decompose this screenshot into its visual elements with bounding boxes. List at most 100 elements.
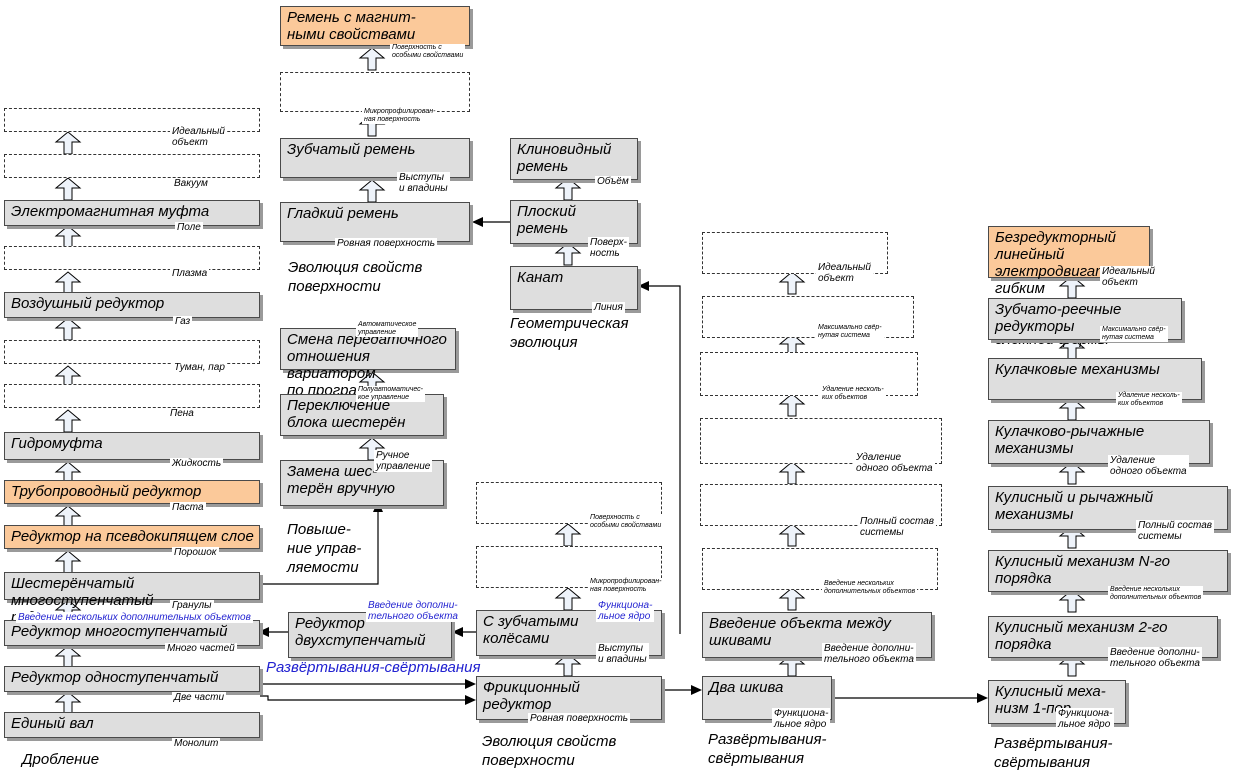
arrow-head bbox=[691, 685, 702, 695]
diagram-node: Гладкий ремень bbox=[280, 202, 470, 242]
transition-label: Введение нескольких дополнительных объек… bbox=[1108, 586, 1204, 602]
node-label: Кулисный и рычажный механизмы bbox=[995, 489, 1154, 523]
arrow-head bbox=[373, 501, 383, 512]
diagram-node: Редуктор многоступенчатый bbox=[4, 620, 260, 646]
transition-label: Газ bbox=[173, 316, 193, 327]
diagram-node: Кулисный механизм N-го порядка bbox=[988, 550, 1228, 592]
transition-label: Поле bbox=[175, 222, 203, 233]
up-arrow bbox=[1058, 589, 1086, 613]
transition-label: Ровная поверхность bbox=[335, 238, 438, 249]
up-arrow bbox=[554, 523, 582, 547]
up-arrow bbox=[554, 242, 582, 266]
up-arrow bbox=[54, 131, 82, 155]
transition-label: Максимально свёр- нутая система bbox=[816, 324, 884, 340]
diagram-node: Шестерёнчатый многоступенчатый редуктор bbox=[4, 572, 260, 626]
arrow-head bbox=[472, 217, 483, 227]
section-caption: Развёртывания-свёртывания bbox=[266, 659, 481, 676]
transition-label: Ручное управление bbox=[374, 450, 433, 472]
up-arrow bbox=[778, 523, 806, 547]
diagram-node: Клиновидный ремень bbox=[510, 138, 638, 180]
diagram-node: Электромагнитная муфта bbox=[4, 200, 260, 226]
up-arrow bbox=[778, 587, 806, 611]
up-arrow bbox=[1058, 461, 1086, 485]
up-arrow bbox=[1058, 397, 1086, 421]
node-label: Фрикционный редуктор bbox=[483, 679, 580, 713]
node-label: Кулисный механизм N-го порядка bbox=[995, 553, 1170, 587]
arrow-head bbox=[452, 627, 463, 637]
placeholder-node bbox=[4, 154, 260, 178]
node-label: Зубчатый ремень bbox=[287, 141, 416, 158]
transition-label: Линия bbox=[592, 302, 625, 313]
diagram-node: Редуктор одноступенчатый bbox=[4, 666, 260, 692]
node-label: Кулачковые механизмы bbox=[995, 361, 1160, 378]
transition-label: Объём bbox=[595, 176, 631, 187]
transition-label: Идеальный объект bbox=[1100, 266, 1157, 288]
transition-label: Функциона- льное ядро bbox=[596, 600, 655, 622]
diagram-node: Воздушный редуктор bbox=[4, 292, 260, 318]
up-arrow bbox=[54, 225, 82, 249]
up-arrow bbox=[54, 271, 82, 295]
placeholder-node bbox=[702, 548, 938, 590]
transition-label: Гранулы bbox=[170, 600, 214, 611]
up-arrow bbox=[1058, 525, 1086, 549]
up-arrow bbox=[554, 653, 582, 677]
node-label: Редуктор многоступенчатый bbox=[11, 623, 228, 640]
transition-label: Удаление несколь- ких объектов bbox=[820, 386, 886, 402]
up-arrow bbox=[778, 461, 806, 485]
node-label: Электромагнитная муфта bbox=[11, 203, 210, 220]
arrow-head bbox=[258, 627, 269, 637]
transition-label: Микропрофилирован- ная поверхность bbox=[362, 108, 438, 124]
up-arrow bbox=[778, 393, 806, 417]
transition-label: Плазма bbox=[170, 268, 210, 279]
transition-label: Введение нескольких дополнительных объек… bbox=[822, 580, 918, 596]
up-arrow bbox=[358, 179, 386, 203]
section-caption: Геометрическая эволюция bbox=[510, 315, 629, 351]
transition-label: Микропрофилирован- ная поверхность bbox=[588, 578, 664, 594]
transition-label: Туман, пар bbox=[172, 362, 227, 373]
transition-label: Поверх- ность bbox=[588, 237, 629, 259]
transition-label: Полуавтоматичес- кое управление bbox=[356, 386, 425, 402]
node-label: Введение объекта между шкивами bbox=[709, 615, 891, 649]
up-arrow bbox=[54, 550, 82, 574]
node-label: Гидромуфта bbox=[11, 435, 103, 452]
transition-label: Функциона- льное ядро bbox=[772, 708, 831, 730]
node-label: Воздушный редуктор bbox=[11, 295, 165, 312]
section-caption: Развёртывания- свёртывания bbox=[994, 735, 1113, 771]
arrow-head bbox=[977, 693, 988, 703]
placeholder-node bbox=[4, 246, 260, 270]
section-caption: Эволюция свойств поверхности bbox=[482, 733, 617, 769]
node-label: Редуктор двухступенчатый bbox=[295, 615, 426, 649]
node-label: Клиновидный ремень bbox=[517, 141, 612, 175]
node-label: Ремень с магнит- ными свойствами bbox=[287, 9, 416, 43]
transition-label: Выступы и впадины bbox=[397, 172, 450, 194]
section-caption: Развёртывания- свёртывания bbox=[708, 731, 827, 767]
node-label: Редуктор одноступенчатый bbox=[11, 669, 219, 686]
diagram-node: Гидромуфта bbox=[4, 432, 260, 460]
up-arrow bbox=[778, 271, 806, 295]
diagram-node: Фрикционный редуктор bbox=[476, 676, 662, 720]
transition-label: Полный состав системы bbox=[1136, 520, 1214, 542]
arrow-head bbox=[465, 695, 476, 705]
node-label: Переключение блока шестерён bbox=[287, 397, 406, 431]
node-label: Плоский ремень bbox=[517, 203, 576, 237]
transition-label: Пена bbox=[168, 408, 196, 419]
node-label: Кулачково-рычажные механизмы bbox=[995, 423, 1145, 457]
section-caption: Повыше- ние управ- ляемости bbox=[287, 521, 362, 576]
transition-label: Вакуум bbox=[172, 178, 210, 189]
up-arrow bbox=[54, 691, 82, 715]
transition-label: Поверхность с особыми свойствами bbox=[390, 44, 466, 60]
section-caption: Дробление bbox=[22, 751, 100, 768]
node-label: С зубчатыми колёсами bbox=[483, 613, 579, 647]
arrow-head bbox=[638, 281, 649, 291]
transition-label: Много частей bbox=[165, 643, 237, 654]
up-arrow bbox=[1058, 275, 1086, 299]
transition-label: Автоматическое управление bbox=[356, 321, 419, 337]
placeholder-node bbox=[4, 340, 260, 364]
node-label: Единый вал bbox=[11, 715, 94, 732]
node-label: Два шкива bbox=[709, 679, 784, 696]
transition-label: Удаление несколь- ких объектов bbox=[1116, 392, 1182, 408]
up-arrow bbox=[358, 47, 386, 71]
diagram-node: Единый вал bbox=[4, 712, 260, 738]
up-arrow bbox=[778, 653, 806, 677]
